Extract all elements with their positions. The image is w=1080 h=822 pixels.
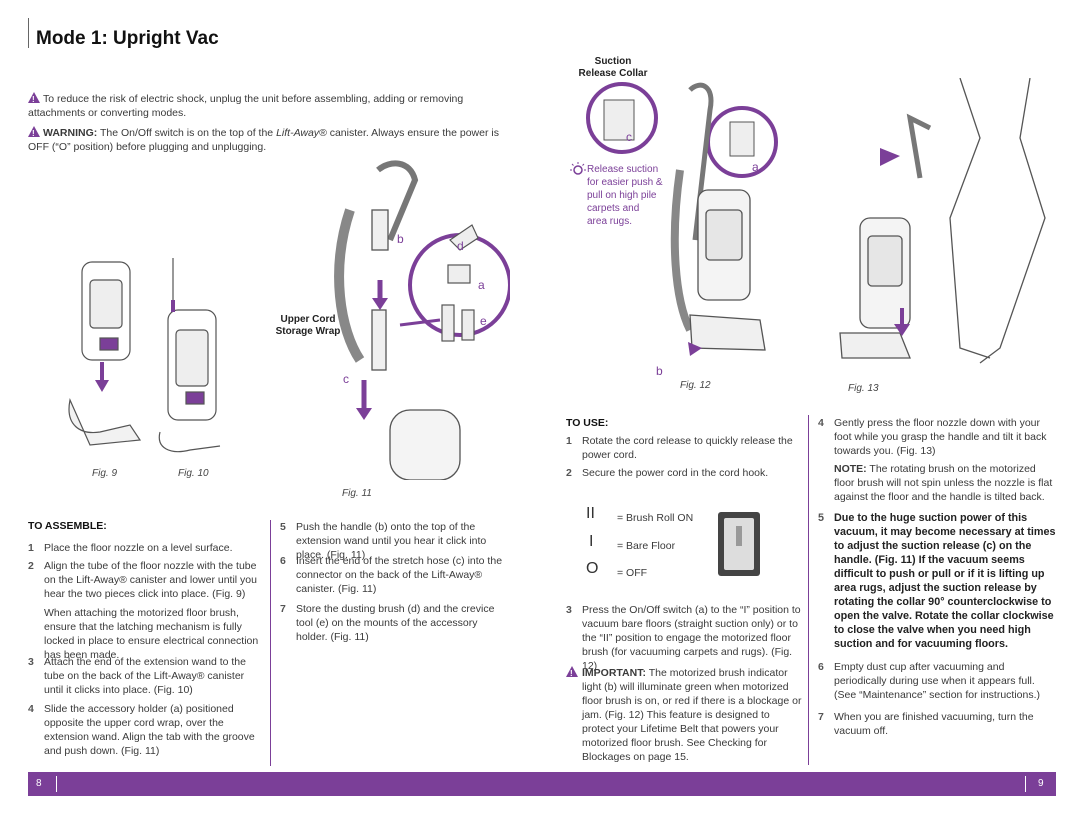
bare-floor-label: = Bare Floor [617,540,676,552]
callout-c-fig12: c [626,130,632,144]
canister-fig9 [68,261,142,446]
page-number-left: 8 [36,778,42,789]
fig13-caption: Fig. 13 [848,383,879,394]
arrow-down-icon [372,298,388,310]
bare-floor-symbol: I [589,533,594,550]
off-symbol: O [586,560,599,577]
suction-release-callout: Suction Release Collar [578,56,648,79]
brush-roll-symbol: II [586,505,595,522]
shock-warning: To reduce the risk of electric shock, un… [28,92,508,120]
footer-divider-right [1025,776,1026,792]
fig9-caption: Fig. 9 [92,468,118,479]
arrow-icon [688,342,702,356]
power-switch-image [718,512,760,576]
arrow-down-icon [356,408,372,420]
fig12-caption: Fig. 12 [680,380,711,391]
suction-tip: Release suction for easier push & pull o… [587,164,663,227]
callout-a-fig12: a [752,160,759,174]
off-label: = OFF [617,567,648,579]
switch-warning: WARNING: The On/Off switch is on the top… [28,126,508,154]
fig11-caption: Fig. 11 [342,488,372,499]
callout-b-fig12: b [656,364,663,378]
arrow-down-icon [894,324,910,336]
warning-icon [28,126,40,141]
fig13-illustration [839,78,1046,364]
title-rule [28,18,29,48]
important-note: IMPORTANT: The motorized brush indicator… [566,666,802,764]
assemble-step-2-note: When attaching the motorized floor brush… [44,607,259,661]
callout-b-fig11: b [397,232,404,246]
footer-divider-left [56,776,57,792]
footer-bar [28,772,1056,796]
column-divider [270,520,271,766]
fig10-caption: Fig. 10 [178,468,209,479]
page-title: Mode 1: Upright Vac [36,28,219,49]
callout-d: d [457,239,464,253]
canister-fig10 [158,258,221,453]
use-heading: TO USE: [566,417,609,429]
assemble-heading: TO ASSEMBLE: [28,520,107,532]
arrow-down-icon [95,380,109,392]
fig9-fig10-illustration [68,258,221,453]
column-divider [808,415,809,765]
motorized-note: NOTE: The rotating brush on the motorize… [834,463,1053,503]
callout-e: e [480,314,487,328]
brush-roll-label: = Brush Roll ON [617,512,694,524]
callout-a-fig11: a [478,278,485,292]
upper-cord-callout: Upper Cord Storage Wrap [275,314,341,337]
arrow-right-icon [880,148,900,166]
callout-line [399,318,441,327]
warning-icon [28,92,40,107]
fig11-illustration [334,160,510,480]
callout-c-fig11: c [343,372,349,386]
fig12-illustration [586,82,778,356]
important-warning-icon [566,666,582,681]
lightbulb-icon [570,162,586,183]
page-number-right: 9 [1038,778,1044,789]
